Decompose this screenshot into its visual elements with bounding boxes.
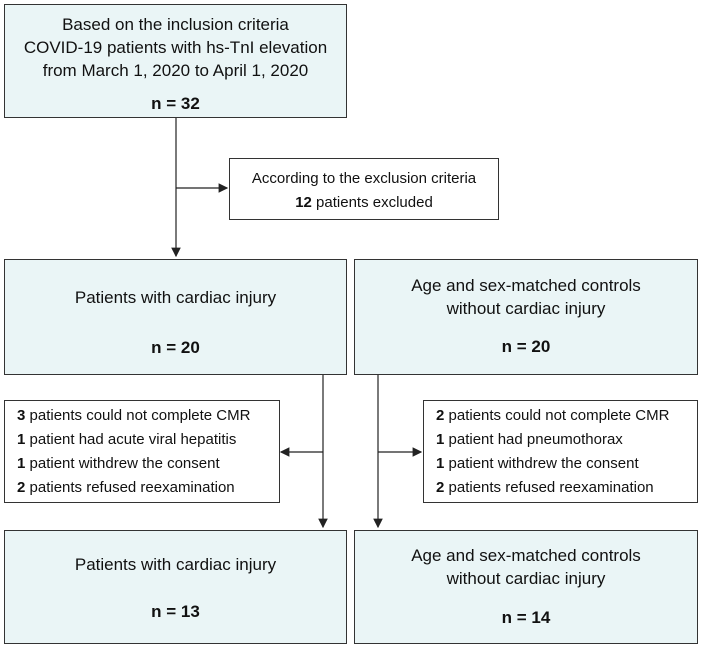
exclusion-box: According to the exclusion criteria 12 p…	[229, 158, 499, 220]
cardiac-injury-n: n = 20	[151, 338, 200, 357]
inclusion-n: n = 32	[151, 94, 200, 113]
cardiac-injury-title: Patients with cardiac injury	[74, 288, 277, 307]
list-item: 2 patients refused reexamination	[17, 479, 235, 496]
controls-n: n = 20	[501, 337, 551, 356]
exclusion-line-1: According to the exclusion criteria	[251, 170, 477, 187]
cardiac-injury-box: Patients with cardiac injury n = 20	[4, 259, 347, 375]
final-controls-n: n = 14	[501, 608, 551, 627]
final-cardiac-injury-title: Patients with cardiac injury	[74, 555, 277, 574]
inclusion-line-1: Based on the inclusion criteria	[62, 15, 289, 34]
controls-title-line-1: Age and sex-matched controls	[411, 276, 641, 295]
exclusion-line-2: 12 patients excluded	[230, 191, 498, 215]
inclusion-line-3: from March 1, 2020 to April 1, 2020	[42, 61, 309, 80]
controls-title-line-2: without cardiac injury	[446, 299, 606, 318]
cardiac-exclusion-list: 3 patients could not complete CMR 1 pati…	[4, 400, 280, 503]
list-item: 3 patients could not complete CMR	[17, 407, 251, 424]
list-item: 1 patient withdrew the consent	[436, 455, 639, 472]
final-cardiac-injury-n: n = 13	[151, 602, 200, 621]
exclusion-rest: patients excluded	[316, 194, 433, 211]
final-controls-title-line-1: Age and sex-matched controls	[411, 546, 641, 565]
final-controls-title-line-2: without cardiac injury	[446, 569, 606, 588]
controls-box: Age and sex-matched controls without car…	[354, 259, 698, 375]
list-item: 1 patient had pneumothorax	[436, 431, 623, 448]
inclusion-box: Based on the inclusion criteria COVID-19…	[4, 4, 347, 118]
list-item: 1 patient had acute viral hepatitis	[17, 431, 237, 448]
list-item: 2 patients could not complete CMR	[436, 407, 670, 424]
final-cardiac-injury-box: Patients with cardiac injury n = 13	[4, 530, 347, 644]
list-item: 2 patients refused reexamination	[436, 479, 654, 496]
controls-exclusion-list: 2 patients could not complete CMR 1 pati…	[423, 400, 698, 503]
final-controls-box: Age and sex-matched controls without car…	[354, 530, 698, 644]
list-item: 1 patient withdrew the consent	[17, 455, 220, 472]
exclusion-count: 12	[295, 194, 312, 211]
inclusion-line-2: COVID-19 patients with hs-TnI elevation	[23, 38, 328, 57]
